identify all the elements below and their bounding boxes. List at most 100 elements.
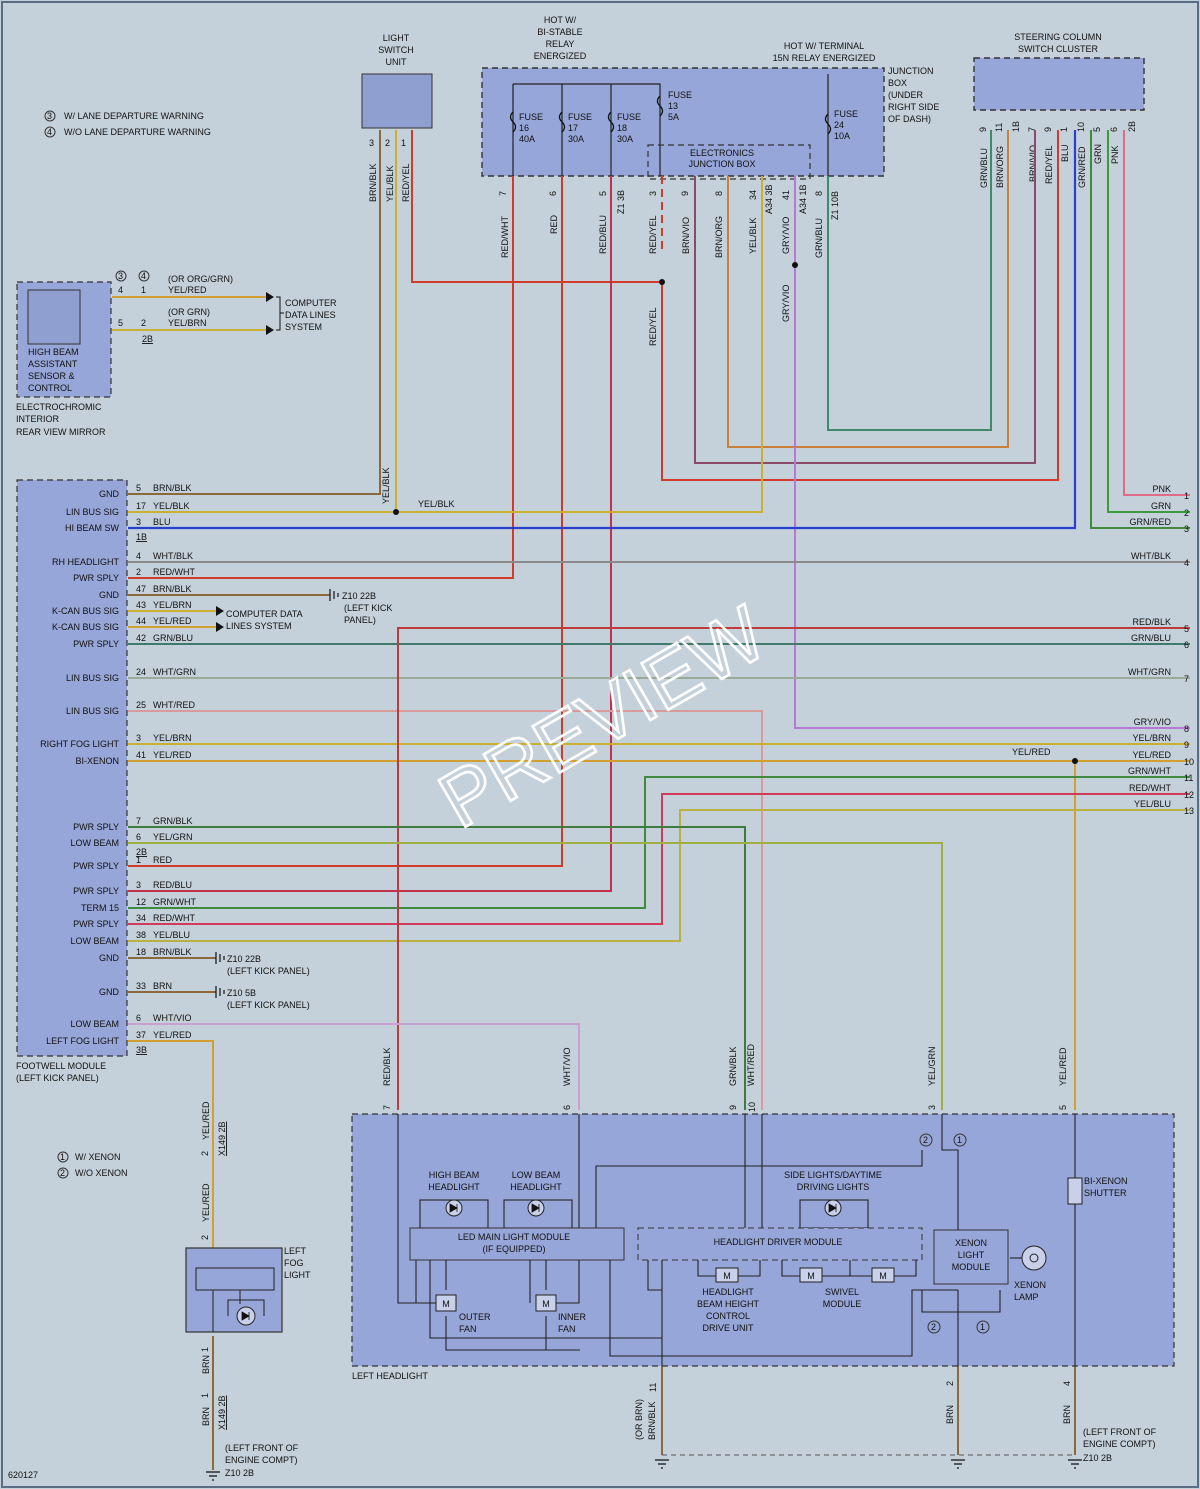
wire-yel-grn — [128, 842, 943, 1110]
footwell-function-label: PWR SPLY — [73, 919, 119, 929]
wire-label: RED/BLU — [598, 215, 608, 254]
legend-text: W/O LANE DEPARTURE WARNING — [64, 127, 211, 137]
wire-label: GRN/BLK — [728, 1046, 738, 1086]
wire-label: BRN — [945, 1405, 955, 1424]
component-title: LIGHT — [284, 1270, 311, 1280]
component-title: (LEFT KICK PANEL) — [16, 1073, 99, 1083]
fuse-amp: 40A — [519, 134, 535, 144]
wire-label: YEL/BLK — [385, 165, 395, 202]
wire-label: RED/YEL — [648, 215, 658, 254]
wire-label: RED/WHT — [153, 913, 195, 923]
wire-label: GRY/VIO — [781, 217, 791, 254]
fuse-icon — [509, 111, 517, 133]
pin-number: 18 — [136, 947, 146, 957]
wire-label: YEL/RED — [153, 750, 192, 760]
footwell-function-label: LIN BUS SIG — [66, 507, 119, 517]
wire-grn — [1107, 130, 1190, 513]
pin-number: 5 — [1092, 127, 1102, 132]
wire-label: RED/BLK — [1132, 617, 1171, 627]
wire-label: WHT/BLK — [153, 551, 193, 561]
module-label: SHUTTER — [1084, 1188, 1127, 1198]
pin-number: 9 — [728, 1105, 738, 1110]
wire-label: YEL/BLK — [153, 501, 190, 511]
legend-text: W/ LANE DEPARTURE WARNING — [64, 111, 204, 121]
fuse-amp: 5A — [668, 112, 679, 122]
wire-label: YEL/RED — [1012, 747, 1051, 757]
module-label: DRIVING LIGHTS — [797, 1182, 870, 1192]
component-title: UNIT — [386, 57, 407, 67]
pin-number: 4 — [136, 551, 141, 561]
module-label: LED MAIN LIGHT MODULE — [458, 1232, 570, 1242]
component-title: INTERIOR — [16, 414, 60, 424]
ground-icon — [206, 1471, 220, 1481]
led-icon — [236, 1306, 256, 1326]
wire-label: YEL/BLK — [381, 467, 391, 504]
wire-label: WHT/GRN — [153, 667, 196, 677]
fuse-amp: 30A — [568, 134, 584, 144]
module-label: HEADLIGHT DRIVER MODULE — [714, 1237, 843, 1247]
wire-label: RED/YEL — [648, 307, 658, 346]
wire-label: WHT/VIO — [153, 1013, 192, 1023]
pin-number: 24 — [136, 667, 146, 677]
pin-number: 4 — [118, 285, 123, 295]
pin-number: 2 — [385, 138, 390, 148]
ground-note: (LEFT KICK — [344, 603, 392, 613]
component-title: (UNDER — [888, 90, 923, 100]
hot-label: HOT W/ TERMINAL — [784, 41, 864, 51]
legend-text: W/O XENON — [75, 1168, 128, 1178]
connector-id: 2B — [1127, 121, 1137, 132]
wire-wht-vio — [128, 1023, 580, 1110]
wire-label: GRN/BLU — [1131, 633, 1171, 643]
wire-label: BRN — [201, 1407, 211, 1426]
wire-label: GRY/VIO — [1134, 717, 1171, 727]
bracket-icon — [276, 296, 284, 331]
fan-motor-icon: M — [435, 1294, 457, 1312]
component-title: JUNCTION BOX — [688, 159, 755, 169]
ground-note: PANEL) — [344, 615, 376, 625]
wire-red-yel — [411, 130, 662, 283]
connector-id: X149 2B — [217, 1395, 227, 1430]
electrochromic-mirror: HIGH BEAM ASSISTANT SENSOR & CONTROL ELE… — [16, 270, 337, 437]
connector-id: Z1 10B — [830, 191, 840, 220]
option-num: 2 — [923, 1135, 928, 1145]
option-num: 1 — [957, 1135, 962, 1145]
legend-text: W/ XENON — [75, 1152, 121, 1162]
ground-code: Z10 2B — [1083, 1453, 1112, 1463]
wire-label: GRY/VIO — [781, 285, 791, 322]
module-label: HEADLIGHT — [510, 1182, 562, 1192]
arrow-icon — [266, 325, 274, 335]
pin-number: 6 — [136, 832, 141, 842]
footwell-function-label: RH HEADLIGHT — [52, 557, 120, 567]
wire-label: RED — [549, 214, 559, 234]
module-label: DRIVE UNIT — [702, 1323, 754, 1333]
wire-label: BLU — [1060, 144, 1070, 162]
swivel-motor-icon: M — [799, 1267, 823, 1283]
pin-number: 34 — [748, 190, 758, 200]
wire-label: BRN/VIO — [681, 217, 691, 254]
ground-note: (LEFT FRONT OF — [225, 1443, 299, 1453]
legend-num: 3 — [47, 111, 52, 121]
pin-number: 5 — [598, 191, 608, 196]
wire-label: YEL/BLU — [153, 930, 190, 940]
fog-light-module — [195, 1267, 275, 1291]
fuse-label: FUSE — [834, 109, 858, 119]
wire-label: RED/YEL — [1044, 145, 1054, 184]
steering-column-box — [973, 57, 1145, 111]
module-label: LAMP — [1014, 1292, 1039, 1302]
fuse-label: FUSE — [568, 112, 592, 122]
splice-dot — [393, 509, 399, 515]
arrow-icon — [216, 622, 224, 632]
component-title: RIGHT SIDE — [888, 102, 939, 112]
pin-number: 44 — [136, 616, 146, 626]
pin-number: 8 — [814, 191, 824, 196]
electronics-junction-box — [647, 144, 811, 180]
wire-label: YEL/BLK — [418, 499, 455, 509]
wire-yel-blu — [128, 809, 1190, 942]
fuse-number: 24 — [834, 120, 844, 130]
ground-note: ENGINE COMPT) — [1083, 1439, 1156, 1449]
pin-number: 9 — [1043, 127, 1053, 132]
wire-label: GRN — [1093, 144, 1103, 164]
wire-label: WHT/VIO — [562, 1048, 572, 1087]
